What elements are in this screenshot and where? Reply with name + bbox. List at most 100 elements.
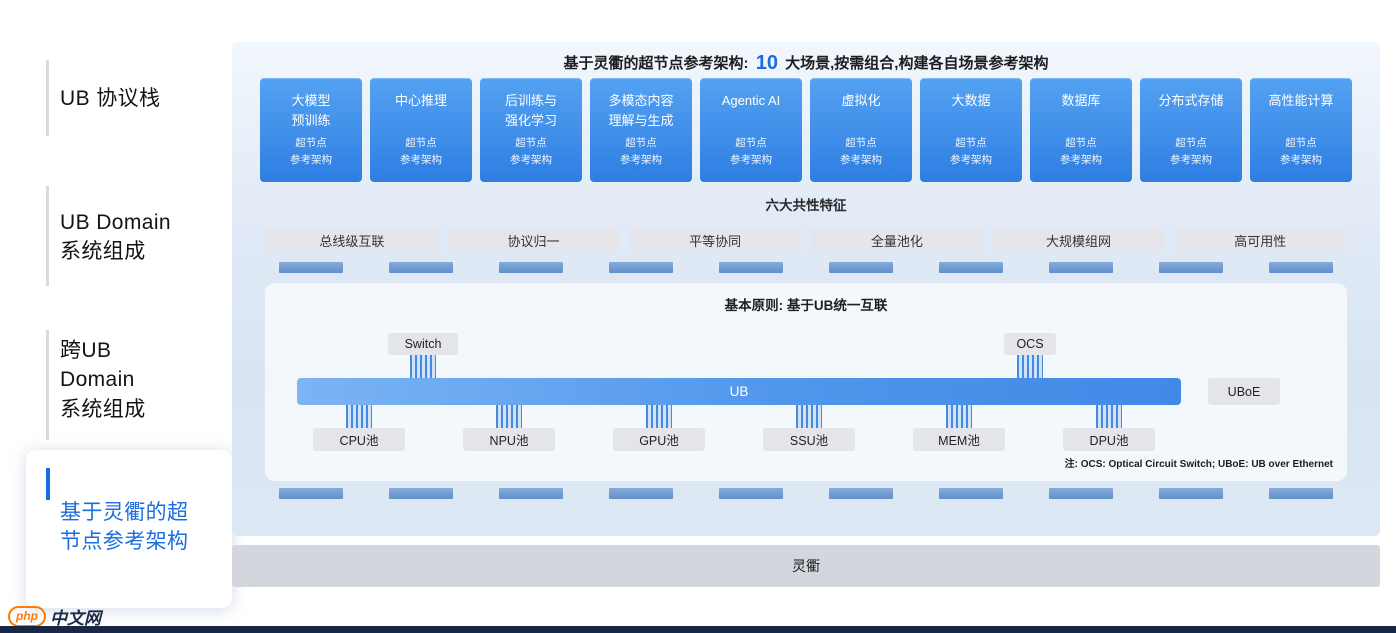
column-strip <box>829 262 893 273</box>
nav-divider <box>46 330 49 440</box>
abbreviation-note: 注: OCS: Optical Circuit Switch; UBoE: UB… <box>1064 459 1333 470</box>
scenario-card-subtitle: 超节点 参考架构 <box>400 137 442 166</box>
column-strip <box>1269 488 1333 499</box>
panel-title: 基于灵衢的超节点参考架构: 10 大场景,按需组合,构建各自场景参考架构 <box>232 52 1380 75</box>
dpu-pool-box: DPU池 <box>1063 428 1155 451</box>
strip-cell <box>1030 488 1132 499</box>
column-strip <box>389 262 453 273</box>
sidebar-item-ub-protocol-stack[interactable]: UB 协议栈 <box>60 87 161 110</box>
feature-pill: 全量池化 <box>811 228 983 252</box>
column-strips-bottom <box>260 488 1352 499</box>
pool-link-connector <box>646 405 672 428</box>
feature-pill: 协议归一 <box>447 228 620 252</box>
column-strip <box>389 488 453 499</box>
panel-title-prefix: 基于灵衢的超节点参考架构: <box>563 55 753 72</box>
ub-bus-bar: UB <box>297 378 1181 405</box>
column-strip <box>719 262 783 273</box>
ocs-link-connector <box>1017 355 1043 378</box>
strip-cell <box>480 488 582 499</box>
scenario-card-title: 分布式存储 <box>1158 93 1224 108</box>
scenario-card: 分布式存储 超节点 参考架构 <box>1140 78 1242 182</box>
strip-cell <box>260 488 362 499</box>
ssu-pool-box: SSU池 <box>763 428 855 451</box>
feature-pill: 高可用性 <box>1174 228 1347 252</box>
column-strip <box>499 262 563 273</box>
strip-cell <box>590 262 692 273</box>
ub-diagram-panel: 基本原则: 基于UB统一互联 Switch OCS UB UBoE CPU池 N… <box>265 283 1347 481</box>
pool-link-connector <box>496 405 522 428</box>
php-logo-badge: php <box>8 606 46 627</box>
sidebar-item-cross-ub-domain[interactable]: 跨UB Domain 系统组成 <box>60 339 146 421</box>
nav-divider <box>46 186 49 286</box>
scenario-card-title: 高性能计算 <box>1268 93 1334 108</box>
switch-link-connector <box>410 355 436 378</box>
column-strip <box>279 262 343 273</box>
strip-cell <box>480 262 582 273</box>
scenario-card-subtitle: 超节点 参考架构 <box>950 137 992 166</box>
column-strip <box>609 262 673 273</box>
strip-cell <box>920 262 1022 273</box>
column-strip <box>939 488 1003 499</box>
scenario-card: 中心推理 超节点 参考架构 <box>370 78 472 182</box>
pool-link-connector <box>796 405 822 428</box>
scenario-card-title: 后训练与 强化学习 <box>504 93 557 129</box>
column-strip <box>719 488 783 499</box>
main-panel: 基于灵衢的超节点参考架构: 10 大场景,按需组合,构建各自场景参考架构 大模型… <box>232 42 1380 536</box>
switch-box: Switch <box>388 333 458 355</box>
scenario-card-subtitle: 超节点 参考架构 <box>840 137 882 166</box>
column-strip <box>1049 262 1113 273</box>
scenario-card-subtitle: 超节点 参考架构 <box>730 137 772 166</box>
strip-cell <box>1030 262 1132 273</box>
scenario-card-subtitle: 超节点 参考架构 <box>290 137 332 166</box>
active-item-card <box>26 450 232 608</box>
strip-cell <box>700 488 802 499</box>
scenario-card-subtitle: 超节点 参考架构 <box>1060 137 1102 166</box>
pool-link-connector <box>346 405 372 428</box>
strip-cell <box>1250 488 1352 499</box>
scenario-cards-row: 大模型 预训练 超节点 参考架构 中心推理 超节点 参考架构 后训练与 强化学习… <box>260 78 1352 182</box>
scenario-card-title: 多模态内容 理解与生成 <box>608 93 674 129</box>
strip-cell <box>1140 488 1242 499</box>
features-heading: 六大共性特征 <box>765 198 847 213</box>
ocs-box: OCS <box>1004 333 1056 355</box>
php-logo-text: 中文网 <box>50 609 101 628</box>
column-strip <box>1269 262 1333 273</box>
scenario-card: 虚拟化 超节点 参考架构 <box>810 78 912 182</box>
nav-divider <box>46 60 49 136</box>
scenario-card-title: 大模型 预训练 <box>291 93 331 129</box>
scenario-card: 高性能计算 超节点 参考架构 <box>1250 78 1352 182</box>
scenario-card: 后训练与 强化学习 超节点 参考架构 <box>480 78 582 182</box>
principle-text: 基本原则: 基于UB统一互联 <box>724 298 888 313</box>
scenario-card: 数据库 超节点 参考架构 <box>1030 78 1132 182</box>
panel-title-suffix: 大场景,按需组合,构建各自场景参考架构 <box>780 55 1049 72</box>
scenario-card-subtitle: 超节点 参考架构 <box>620 137 662 166</box>
strip-cell <box>810 488 912 499</box>
scenario-card: 大数据 超节点 参考架构 <box>920 78 1022 182</box>
scenario-card-title: 虚拟化 <box>841 93 881 108</box>
lingqu-footer-bar: 灵衢 <box>232 545 1380 587</box>
panel-title-highlight: 10 <box>755 52 778 74</box>
column-strip <box>609 488 673 499</box>
gpu-pool-box: GPU池 <box>613 428 705 451</box>
sidebar-item-ub-domain[interactable]: UB Domain 系统组成 <box>60 211 171 264</box>
strip-cell <box>810 262 912 273</box>
pool-link-connector <box>946 405 972 428</box>
strip-cell <box>920 488 1022 499</box>
scenario-card: 多模态内容 理解与生成 超节点 参考架构 <box>590 78 692 182</box>
php-cn-logo: php 中文网 <box>8 604 101 629</box>
sidebar-item-supernode-architecture[interactable]: 基于灵衢的超 节点参考架构 <box>60 501 189 554</box>
column-strip <box>829 488 893 499</box>
scenario-card-subtitle: 超节点 参考架构 <box>1280 137 1322 166</box>
features-row: 总线级互联 协议归一 平等协同 全量池化 大规模组网 高可用性 <box>266 228 1347 252</box>
feature-pill: 大规模组网 <box>992 228 1165 252</box>
mem-pool-box: MEM池 <box>913 428 1005 451</box>
strip-cell <box>1250 262 1352 273</box>
column-strip <box>1049 488 1113 499</box>
column-strip <box>939 262 1003 273</box>
scenario-card-title: 中心推理 <box>394 93 447 108</box>
strip-cell <box>370 488 472 499</box>
column-strip <box>1159 488 1223 499</box>
scenario-card-title: Agentic AI <box>721 93 781 108</box>
pool-link-connector <box>1096 405 1122 428</box>
